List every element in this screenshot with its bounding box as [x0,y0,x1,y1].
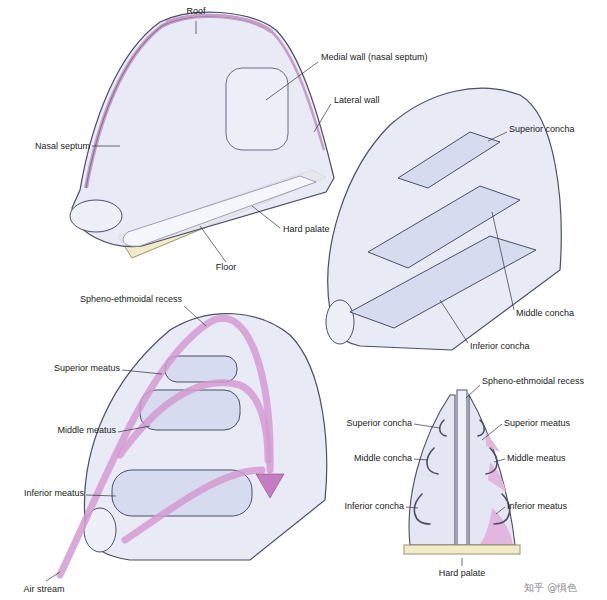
leader-line [92,146,120,147]
leader-line [488,132,507,141]
superior-concha [440,420,446,436]
cavity-half [409,395,455,545]
part-label: Hard palate [283,224,330,235]
part-label: Middle meatus [57,425,116,436]
air-stream [120,383,268,460]
leader-line [466,385,480,398]
leader-line [314,104,331,132]
leader-line [414,459,428,460]
air-stream-arrowhead [256,474,284,498]
part-label: Air stream [23,584,64,595]
leader-line [86,495,116,496]
part-label: Hard palate [439,568,486,579]
inferior-concha [350,236,536,328]
leader-line [414,424,440,428]
leader-line [492,212,514,310]
part-label: Spheno-ethmoidal recess [80,294,182,305]
air-stream [60,318,270,575]
leader-line [122,370,162,374]
middle-concha [427,448,438,474]
part-label: Superior concha [346,418,412,429]
leader-line [266,62,318,100]
part-label: Inferior concha [470,341,530,352]
part-label: Lateral wall [334,95,380,106]
leader-line [46,572,60,581]
air-stream [125,470,262,540]
part-label: Medial wall (nasal septum) [321,52,428,63]
leader-line [184,306,206,326]
part-label: Inferior concha [344,501,404,512]
lateral-wall-panel [226,68,288,150]
inferior-concha [414,494,430,524]
meatus-shading [480,508,513,544]
leader-line [200,226,226,262]
part-label: Middle concha [516,308,574,319]
hard-palate [404,545,520,554]
leader-line [118,426,150,432]
leader-line [196,21,197,34]
part-label: Roof [186,6,205,17]
superior-concha [398,132,500,188]
leader-line [482,424,502,440]
septum [457,390,467,545]
nostril [70,200,122,232]
part-label: Inferior meatus [24,488,84,499]
leader-line [494,459,505,462]
part-label: Inferior meatus [507,501,567,512]
leader-line [496,507,505,514]
superior-concha [478,420,484,436]
middle-concha [486,448,497,474]
leader-line [440,300,468,343]
watermark: 知乎 @惧色 [524,582,577,593]
roof-line [166,15,324,150]
part-label: Superior meatus [504,418,570,429]
leader-line [462,558,463,566]
nostril [326,300,354,344]
superior-concha [165,356,237,382]
part-label: Superior meatus [54,363,120,374]
part-label: Middle meatus [507,453,566,464]
part-label: Floor [216,262,237,273]
leader-line [252,206,280,228]
part-label: Superior concha [509,124,575,135]
floor [123,176,316,246]
leader-line [406,507,418,508]
part-label: Spheno-ethmoidal recess [482,376,584,387]
part-label: Middle concha [354,453,412,464]
cavity-half [469,395,515,545]
part-label: Nasal septum [35,141,90,152]
